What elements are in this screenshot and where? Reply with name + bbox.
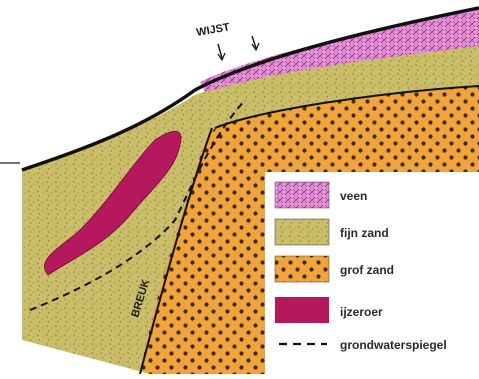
- legend-swatch-grof-zand: [275, 256, 329, 282]
- legend-label-grof-zand: grof zand: [340, 263, 394, 277]
- wijst-label: WIJST: [195, 21, 230, 39]
- legend-label-veen: veen: [340, 189, 367, 203]
- legend-swatch-veen: [275, 182, 329, 208]
- legend-label-grondwaterspiegel: grondwaterspiegel: [340, 338, 447, 352]
- legend-swatch-ijzeroer: [275, 297, 329, 323]
- legend-label-ijzeroer: ijzeroer: [340, 305, 383, 319]
- legend-swatch-fijn-zand: [275, 219, 329, 245]
- legend-label-fijn-zand: fijn zand: [340, 226, 389, 240]
